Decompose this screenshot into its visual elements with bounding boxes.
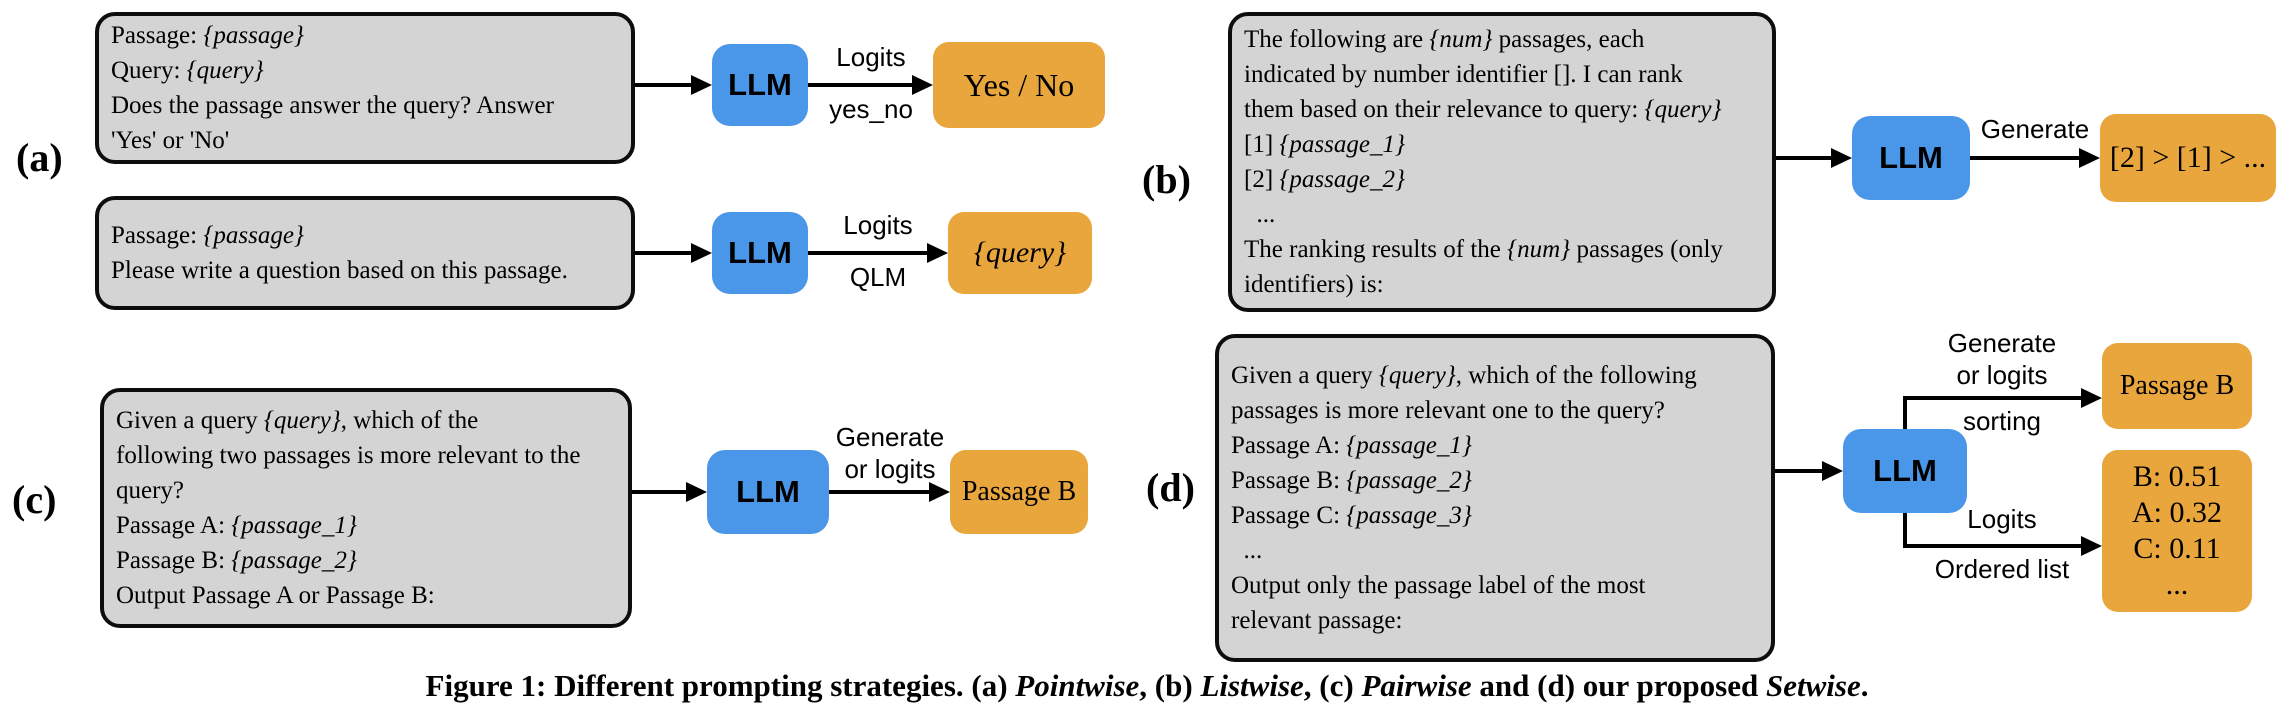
arrow-label-logits-d: Logits (1967, 504, 2037, 534)
caption-segment-listwise: Listwise (1200, 668, 1304, 703)
llm-box-c: LLM (707, 450, 829, 534)
caption-segment: , (b) (1139, 668, 1201, 703)
arrow-label-ordered-list: Ordered list (1934, 554, 2070, 584)
caption-segment-pairwise: Pairwise (1361, 668, 1472, 703)
llm-box-a1: LLM (712, 44, 808, 126)
arrow-llm-a1-to-output (808, 75, 933, 95)
arrow-label-logits-a2: Logits (843, 210, 913, 240)
arrow-label-qlm: QLM (849, 262, 907, 292)
panel-d-label: (d) (1146, 465, 1195, 510)
panel-c-label: (c) (12, 477, 57, 522)
arrow-llm-d-to-ordered-list (1903, 536, 2102, 556)
arrow-llm-d-to-passage-b (1903, 388, 2102, 408)
caption-segment: Figure 1: Different prompting strategies… (425, 668, 1016, 703)
arrow-llm-b-to-output (1970, 148, 2100, 168)
caption-segment-pointwise: Pointwise (1015, 668, 1140, 703)
arrow-label-yes-no-logits: yes_no (829, 94, 913, 124)
arrow-prompt-a2-to-llm (635, 243, 712, 263)
prompt-box-setwise: Given a query {query}, which of the foll… (1215, 334, 1775, 662)
caption-segment: , (c) (1303, 668, 1362, 703)
panel-a-label: (a) (16, 135, 63, 180)
arrow-prompt-c-to-llm (632, 482, 707, 502)
prompt-box-pointwise-relevance: Passage: {passage}Query: {query}Does the… (95, 12, 635, 164)
llm-box-d: LLM (1843, 429, 1967, 513)
arrow-label-logits-a1: Logits (836, 42, 906, 72)
output-box-query: {query} (948, 212, 1092, 294)
arrow-label-generate-c: Generate (835, 422, 945, 452)
arrow-label-or-logits-c: or logits (844, 454, 936, 484)
caption-segment: . (1860, 668, 1869, 703)
output-box-ranking: [2] > [1] > ... (2100, 114, 2276, 202)
output-box-yes-no: Yes / No (933, 42, 1105, 128)
branch-bottom-vertical-line (1903, 513, 1907, 548)
arrow-label-sorting: sorting (1962, 406, 2042, 436)
arrow-llm-a2-to-output (808, 243, 948, 263)
branch-top-vertical-line (1903, 396, 1907, 429)
panel-b-label: (b) (1142, 157, 1191, 202)
arrow-label-generate-d: Generate (1947, 328, 2057, 358)
caption-segment-setwise: Setwise (1765, 668, 1861, 703)
caption-segment: and (d) our proposed (1471, 668, 1766, 703)
prompt-box-pointwise-qlm: Passage: {passage}Please write a questio… (95, 196, 635, 310)
output-box-passage-b-c: Passage B (950, 450, 1088, 534)
arrow-llm-c-to-output (829, 482, 950, 502)
arrow-prompt-a1-to-llm (635, 75, 712, 95)
arrow-prompt-b-to-llm (1776, 148, 1852, 168)
llm-box-a2: LLM (712, 212, 808, 294)
figure-caption: Figure 1: Different prompting strategies… (0, 668, 2294, 704)
arrow-prompt-d-to-llm (1775, 461, 1843, 481)
llm-box-b: LLM (1852, 116, 1970, 200)
arrow-label-or-logits-d: or logits (1956, 360, 2048, 390)
output-box-passage-b-d: Passage B (2102, 343, 2252, 429)
arrow-label-generate-b: Generate (1980, 114, 2090, 144)
